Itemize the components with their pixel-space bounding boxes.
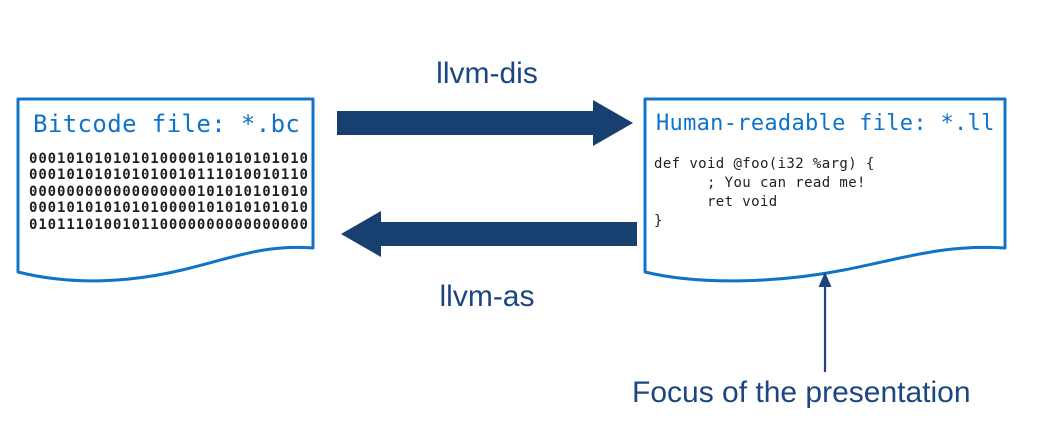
llvm-dis-label: llvm-dis	[436, 57, 538, 90]
code-line: }	[654, 213, 663, 229]
focus-annotation: Focus of the presentation	[632, 376, 971, 409]
document-outline	[16, 97, 315, 283]
focus-arrow-up-icon	[818, 272, 832, 372]
binary-line: 000101010101010000101010101010	[29, 151, 309, 167]
code-line: def void @foo(i32 %arg) {	[654, 156, 875, 172]
llvm-as-arrow-left-icon	[341, 211, 637, 257]
ll-code-content: def void @foo(i32 %arg) { ; You can read…	[654, 155, 875, 231]
document-outline	[643, 97, 1007, 283]
ll-file-title: Human-readable file: *.ll	[656, 111, 995, 136]
binary-line: 010111010010110000000000000000	[29, 216, 309, 233]
bitcode-document-shape	[16, 97, 315, 283]
binary-line: 000101010101010010111010010110	[29, 167, 309, 184]
ll-document-shape	[643, 97, 1007, 283]
code-line: ret void	[654, 194, 778, 210]
llvm-dis-arrow-right-icon	[337, 100, 633, 146]
bitcode-file-title: Bitcode file: *.bc	[33, 110, 301, 138]
code-line: ; You can read me!	[654, 175, 866, 191]
binary-line: 000000000000000000101010101010	[29, 183, 309, 200]
binary-line: 000101010101010000101010101010	[29, 200, 309, 217]
llvm-as-label: llvm-as	[439, 280, 535, 313]
